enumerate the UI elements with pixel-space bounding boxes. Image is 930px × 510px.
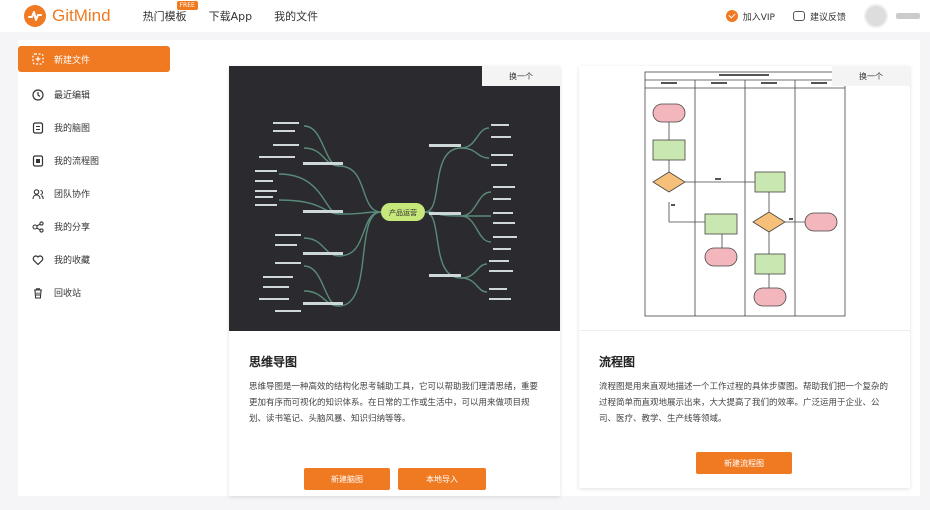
swap-template-button[interactable]: 换一个: [482, 66, 560, 86]
nav-hot-templates[interactable]: 热门模板 FREE: [142, 1, 198, 24]
sidebar-item-my-mindmaps[interactable]: 我的脑图: [18, 111, 170, 144]
top-right-actions: 加入VIP 建议反馈: [725, 0, 930, 32]
sidebar-item-label: 回收站: [54, 289, 82, 299]
feedback-label: 建议反馈: [809, 12, 846, 23]
sidebar: 新建文件 最近编辑 我的脑图 我的流程图 团队协作 我的分享 我的收藏: [18, 40, 170, 496]
mindmap-center-node: [381, 203, 425, 221]
share-icon: [32, 220, 44, 233]
trash-icon: [32, 287, 44, 299]
nav-download-app[interactable]: 下载App: [208, 10, 253, 23]
sidebar-item-label: 我的收藏: [54, 256, 91, 266]
local-import-button[interactable]: 本地导入: [398, 468, 486, 490]
logo[interactable]: GitMind: [24, 5, 111, 27]
flowchart-preview-image: [644, 71, 846, 317]
logo-icon: [24, 5, 46, 27]
hot-badge: FREE: [176, 1, 198, 10]
sidebar-item-share[interactable]: 我的分享: [18, 210, 170, 243]
feedback-icon: [792, 11, 805, 21]
card-description: 流程图是用来直观地描述一个工作过程的具体步骤图。帮助我们把一个复杂的过程简单而直…: [599, 382, 889, 424]
username-placeholder[interactable]: [896, 13, 920, 19]
sidebar-item-recent[interactable]: 最近编辑: [18, 78, 170, 111]
logo-text: GitMind: [52, 6, 111, 25]
mindmap-center-text: 产品运营: [389, 208, 417, 217]
nav-my-files[interactable]: 我的文件: [274, 10, 319, 23]
join-vip-label: 加入VIP: [742, 12, 775, 23]
card-title: 思维导图: [249, 355, 298, 369]
sidebar-item-label: 团队协作: [54, 190, 91, 200]
sidebar-item-trash[interactable]: 回收站: [18, 276, 170, 309]
new-flowchart-button[interactable]: 新建流程图: [696, 452, 792, 474]
mindmap-preview-image: 产品运营: [255, 122, 517, 312]
sidebar-item-label: 我的分享: [54, 223, 91, 233]
swap-template-button[interactable]: 换一个: [832, 66, 910, 86]
nav-hot-templates-label: 热门模板: [142, 10, 187, 23]
mindmap-preview[interactable]: 产品运营 换一个: [229, 66, 560, 331]
main-nav: 热门模板 FREE 下载App 我的文件: [142, 1, 341, 24]
clock-icon: [32, 88, 44, 101]
card-title: 流程图: [599, 355, 636, 369]
sidebar-item-favorites[interactable]: 我的收藏: [18, 243, 170, 276]
new-mindmap-button[interactable]: 新建脑图: [304, 468, 390, 490]
sidebar-item-label: 新建文件: [54, 55, 91, 66]
feedback-button[interactable]: 建议反馈: [792, 10, 846, 23]
sidebar-item-team[interactable]: 团队协作: [18, 177, 170, 210]
sidebar-item-new-file[interactable]: 新建文件: [18, 46, 170, 72]
sidebar-item-my-flowcharts[interactable]: 我的流程图: [18, 144, 170, 177]
flowchart-icon: [32, 154, 44, 167]
vip-icon: [725, 10, 738, 22]
plus-icon: [32, 53, 44, 65]
mindmap-icon: [32, 121, 44, 134]
heart-icon: [32, 254, 44, 266]
mindmap-card[interactable]: 产品运营 换一个 思维导图 思维导图是一种高效的结构化思考辅助工具，它可以帮助我…: [229, 66, 560, 496]
sidebar-item-label: 我的脑图: [54, 124, 91, 134]
sidebar-item-label: 我的流程图: [54, 157, 100, 167]
sidebar-item-label: 最近编辑: [54, 91, 91, 101]
card-description: 思维导图是一种高效的结构化思考辅助工具，它可以帮助我们理清思绪，重要更加有序而可…: [249, 382, 539, 424]
avatar[interactable]: [864, 4, 888, 28]
join-vip-button[interactable]: 加入VIP: [725, 10, 775, 23]
top-bar: GitMind 热门模板 FREE 下载App 我的文件 加入VIP 建议反馈: [0, 0, 930, 32]
team-icon: [32, 188, 44, 200]
flowchart-card[interactable]: 换一个 流程图 流程图是用来直观地描述一个工作过程的具体步骤图。帮助我们把一个复…: [579, 66, 910, 488]
flowchart-preview[interactable]: 换一个: [579, 66, 910, 331]
